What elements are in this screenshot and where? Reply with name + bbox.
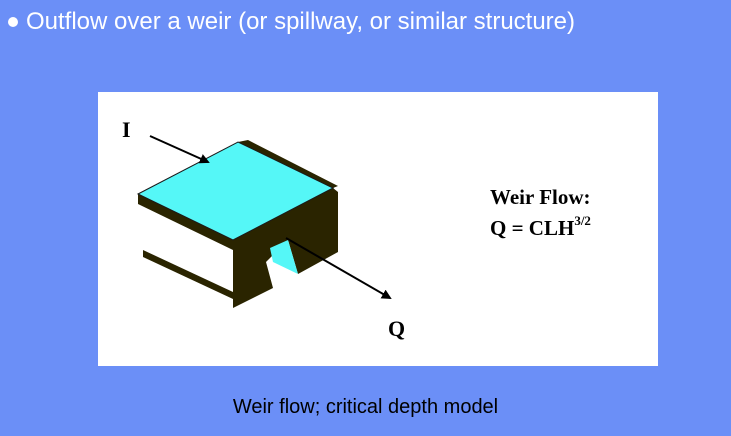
formula-main: Q = CLH bbox=[490, 216, 575, 240]
formula-equation: Q = CLH3/2 bbox=[490, 210, 591, 241]
bullet-icon bbox=[8, 17, 18, 27]
bullet-point: Outflow over a weir (or spillway, or sim… bbox=[8, 8, 575, 36]
outflow-label: Q bbox=[388, 316, 405, 341]
formula-title: Weir Flow: bbox=[490, 185, 591, 209]
weir-back-edge bbox=[238, 140, 338, 188]
figure-caption: Weir flow; critical depth model bbox=[232, 396, 499, 418]
weir-diagram: I Q Weir Flow: Q = CLH3/2 bbox=[98, 92, 658, 366]
weir-floor bbox=[143, 250, 233, 299]
weir-illustration: I Q bbox=[122, 117, 405, 341]
inflow-arrow bbox=[149, 135, 210, 164]
formula-exponent: 3/2 bbox=[574, 213, 591, 228]
weir-flow-formula: Weir Flow: Q = CLH3/2 bbox=[490, 184, 591, 241]
weir-front-face bbox=[233, 188, 338, 308]
bullet-text: Outflow over a weir (or spillway, or sim… bbox=[26, 8, 576, 35]
outflow-arrow bbox=[285, 237, 392, 299]
water-in-notch bbox=[270, 240, 298, 274]
inflow-label: I bbox=[122, 117, 131, 142]
weir-left-face bbox=[138, 194, 233, 250]
